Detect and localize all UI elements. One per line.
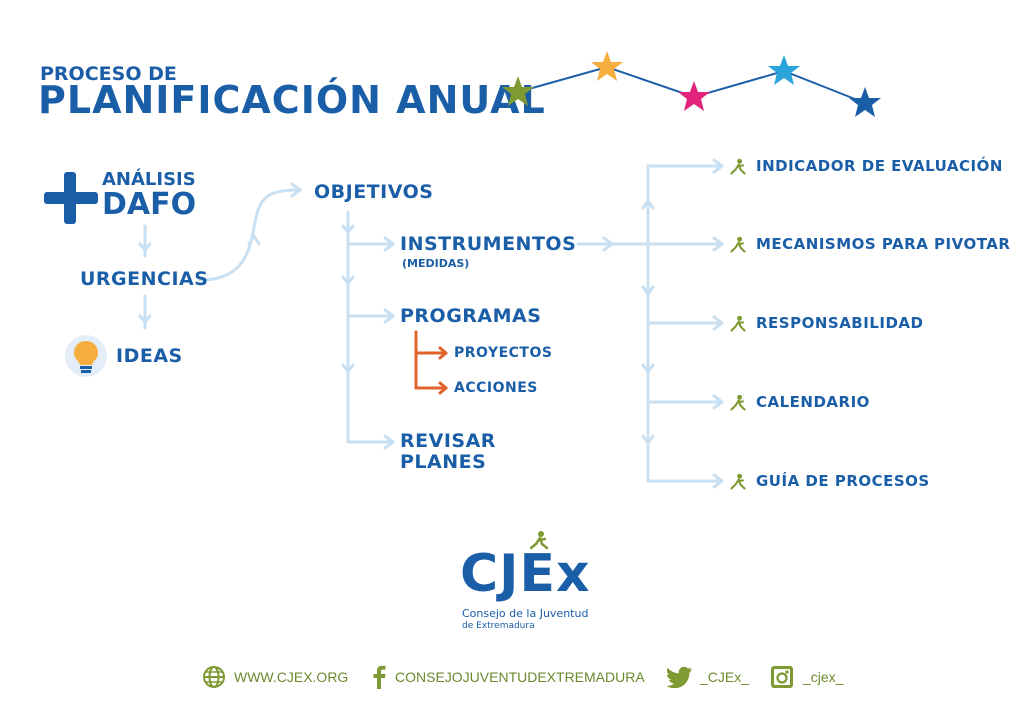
instrumentos-node: INSTRUMENTOS <box>400 233 577 255</box>
revisar-node-line2: PLANES <box>400 451 487 473</box>
facebook-icon <box>373 665 386 689</box>
right-item: GUÍA DE PROCESOS <box>756 472 930 490</box>
title-line1: PROCESO DE <box>40 63 177 85</box>
footer-twitter-link[interactable]: _CJEx_ <box>700 669 750 685</box>
acciones-node: ACCIONES <box>454 380 538 396</box>
footer-facebook-link[interactable]: CONSEJOJUVENTUDEXTREMADURA <box>395 669 645 685</box>
runner-icon <box>730 158 746 175</box>
globe-icon <box>203 666 225 688</box>
revisar-node-line1: REVISAR <box>400 430 496 452</box>
logo-name: CJEx <box>460 544 591 604</box>
star-icon <box>591 51 623 81</box>
programas-node: PROGRAMAS <box>400 305 542 327</box>
objetivos-node: OBJETIVOS <box>314 181 434 203</box>
lightbulb-icon <box>65 335 107 377</box>
star-icon <box>849 87 881 117</box>
runner-icon <box>730 394 746 411</box>
runner-icon <box>730 315 746 332</box>
page-title: PLANIFICACIÓN ANUAL <box>38 78 546 122</box>
instrumentos-sub: (MEDIDAS) <box>402 257 470 270</box>
dafo-label-line2: DAFO <box>102 187 197 222</box>
right-item: CALENDARIO <box>756 393 870 411</box>
plus-icon <box>44 172 98 224</box>
star-icon <box>502 76 534 106</box>
dafo-label-line1: ANÁLISIS <box>102 169 196 190</box>
star-icon <box>768 55 800 85</box>
footer-instagram-link[interactable]: _cjex_ <box>803 669 844 685</box>
star-garland <box>502 51 881 117</box>
footer-web-link[interactable]: WWW.CJEX.ORG <box>234 669 349 685</box>
twitter-icon <box>667 666 692 688</box>
proyectos-node: PROYECTOS <box>454 345 553 361</box>
runner-icon <box>529 531 549 550</box>
urgencias-node: URGENCIAS <box>80 268 209 290</box>
right-item: INDICADOR DE EVALUACIÓN <box>756 157 1003 175</box>
runner-icon <box>730 473 746 490</box>
logo-sub-line2: de Extremadura <box>462 621 535 631</box>
runner-icon <box>730 236 746 253</box>
instagram-icon <box>771 666 793 688</box>
ideas-node: IDEAS <box>116 345 183 367</box>
star-icon <box>678 81 710 111</box>
right-item: MECANISMOS PARA PIVOTAR <box>756 235 1011 253</box>
right-item: RESPONSABILIDAD <box>756 314 924 332</box>
logo-sub-line1: Consejo de la Juventud <box>462 607 589 620</box>
